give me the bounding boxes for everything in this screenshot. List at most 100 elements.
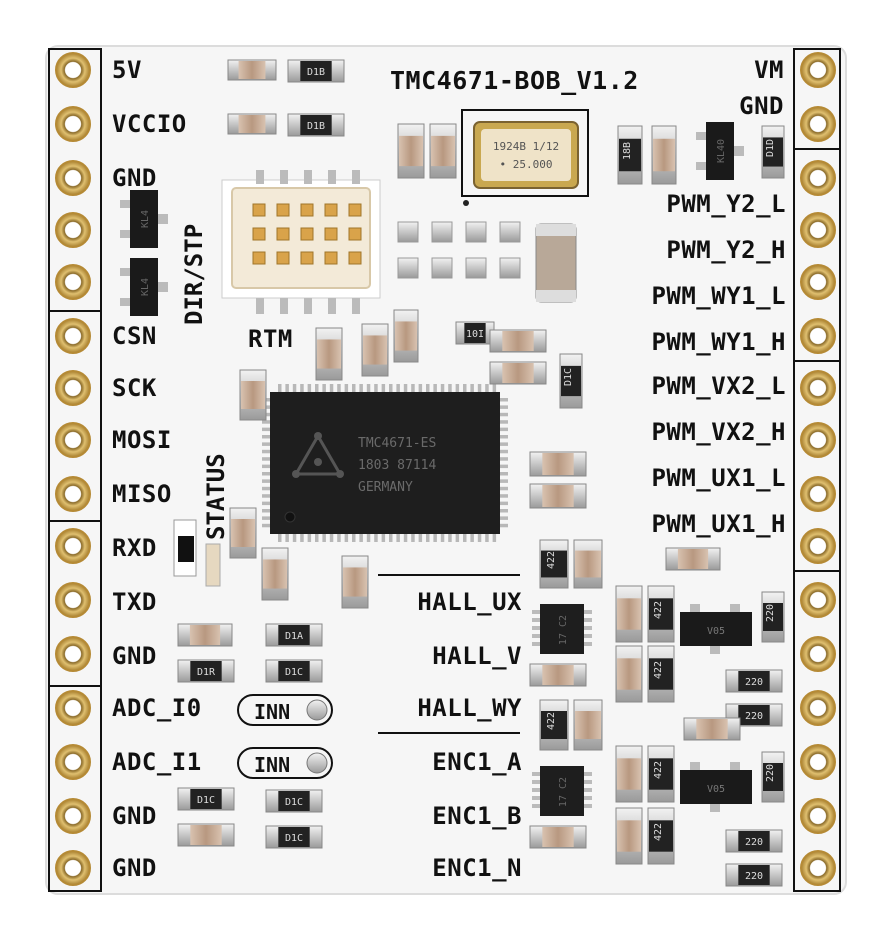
hall-enc-label: HALL_V xyxy=(432,642,522,670)
left-pin-pad xyxy=(55,264,91,300)
left-pin-label: GND xyxy=(112,642,157,670)
svg-text:INN: INN xyxy=(254,753,290,777)
svg-text:422: 422 xyxy=(653,601,664,619)
left-pin-pad xyxy=(55,212,91,248)
svg-text:• 25.000: • 25.000 xyxy=(500,158,553,171)
right-pin-pad xyxy=(800,422,836,458)
svg-text:17 C2: 17 C2 xyxy=(558,615,569,645)
left-pin-pads xyxy=(55,52,91,886)
status-label: STATUS xyxy=(202,453,230,540)
left-pin-pad xyxy=(55,850,91,886)
left-pin-label: ADC_I1 xyxy=(112,748,202,776)
svg-text:D1C: D1C xyxy=(563,368,574,386)
svg-text:INN: INN xyxy=(254,700,290,724)
pwm-pin-label: PWM_WY1_L xyxy=(651,282,786,310)
left-pin-label: VCCIO xyxy=(112,110,187,138)
svg-text:220: 220 xyxy=(745,871,763,882)
svg-text:GERMANY: GERMANY xyxy=(358,480,413,495)
left-pin-label: MISO xyxy=(112,480,172,508)
right-pin-pad xyxy=(800,744,836,780)
svg-text:D1R: D1R xyxy=(197,667,216,678)
svg-text:D1C: D1C xyxy=(197,795,215,806)
left-pin-label: GND xyxy=(112,854,157,882)
right-pin-pad xyxy=(800,690,836,726)
svg-text:D1A: D1A xyxy=(285,631,303,642)
left-pin-label: TXD xyxy=(112,588,157,616)
right-pin-pad xyxy=(800,850,836,886)
left-pin-label: GND xyxy=(112,802,157,830)
left-pin-pad xyxy=(55,52,91,88)
svg-text:D1D: D1D xyxy=(765,139,776,157)
svg-text:V05: V05 xyxy=(707,626,725,637)
right-pin-pad xyxy=(800,370,836,406)
pwm-pin-label: PWM_VX2_H xyxy=(651,418,786,446)
board-title: TMC4671-BOB_V1.2 xyxy=(390,66,639,95)
left-pin-label: RXD xyxy=(112,534,157,562)
svg-text:18B: 18B xyxy=(622,142,633,160)
svg-text:422: 422 xyxy=(546,551,557,569)
svg-text:D1C: D1C xyxy=(285,797,303,808)
svg-text:1924B 1/12: 1924B 1/12 xyxy=(493,140,559,153)
left-pin-label: CSN xyxy=(112,322,157,350)
pwm-pin-label: PWM_Y2_L xyxy=(666,190,786,218)
left-pin-pad xyxy=(55,160,91,196)
pwm-pin-label: PWM_VX2_L xyxy=(651,372,786,400)
left-pin-pad xyxy=(55,690,91,726)
left-pin-pad xyxy=(55,582,91,618)
pwm-pin-label: PWM_UX1_H xyxy=(651,510,786,538)
left-pin-pad xyxy=(55,798,91,834)
svg-text:1803 87114: 1803 87114 xyxy=(358,458,436,473)
left-pin-label: ADC_I0 xyxy=(112,694,202,722)
svg-text:422: 422 xyxy=(653,761,664,779)
left-pin-pad xyxy=(55,528,91,564)
hall-enc-label: HALL_UX xyxy=(417,588,522,616)
svg-text:D1B: D1B xyxy=(307,67,325,78)
pwm-pin-label: PWM_WY1_H xyxy=(651,328,786,356)
svg-text:220: 220 xyxy=(745,677,763,688)
svg-text:422: 422 xyxy=(546,712,557,730)
left-pin-pad xyxy=(55,476,91,512)
right-pin-pad xyxy=(800,318,836,354)
svg-text:D1B: D1B xyxy=(307,121,325,132)
right-pin-pad xyxy=(800,798,836,834)
left-pin-label: MOSI xyxy=(112,426,172,454)
svg-text:D1C: D1C xyxy=(285,833,303,844)
left-pin-pad xyxy=(55,370,91,406)
pwm-pin-label: PWM_UX1_L xyxy=(651,464,786,492)
dirstp-label: DIR/STP xyxy=(180,223,208,325)
right-pin-pad xyxy=(800,582,836,618)
right-pin-pad xyxy=(800,106,836,142)
right-pin-pad xyxy=(800,636,836,672)
svg-text:KL40: KL40 xyxy=(716,139,727,163)
left-pin-pad xyxy=(55,422,91,458)
hall-enc-label: ENC1_B xyxy=(432,802,522,830)
left-header-outline xyxy=(48,48,102,892)
right-pin-pad xyxy=(800,264,836,300)
right-pin-pad xyxy=(800,528,836,564)
svg-text:TMC4671-ES: TMC4671-ES xyxy=(358,436,436,451)
svg-text:KL4: KL4 xyxy=(140,278,151,296)
svg-text:220: 220 xyxy=(745,711,763,722)
hall-enc-label: HALL_WY xyxy=(417,694,522,722)
svg-text:10I: 10I xyxy=(466,329,484,340)
left-pin-pad xyxy=(55,636,91,672)
right-pin-pad xyxy=(800,476,836,512)
svg-text:422: 422 xyxy=(653,661,664,679)
right-header-outline xyxy=(793,48,841,892)
left-pin-pad xyxy=(55,744,91,780)
left-pin-label: GND xyxy=(112,164,157,192)
svg-text:KL4: KL4 xyxy=(140,210,151,228)
svg-text:220: 220 xyxy=(765,764,776,782)
right-power-label: VM xyxy=(754,56,784,84)
right-pin-pads xyxy=(800,52,836,886)
svg-text:V05: V05 xyxy=(707,784,725,795)
left-pin-label: 5V xyxy=(112,56,142,84)
svg-text:D1C: D1C xyxy=(285,667,303,678)
hall-enc-label: ENC1_A xyxy=(432,748,522,776)
svg-text:220: 220 xyxy=(765,604,776,622)
right-pin-pad xyxy=(800,212,836,248)
svg-text:17 C2: 17 C2 xyxy=(558,777,569,807)
svg-text:422: 422 xyxy=(653,823,664,841)
